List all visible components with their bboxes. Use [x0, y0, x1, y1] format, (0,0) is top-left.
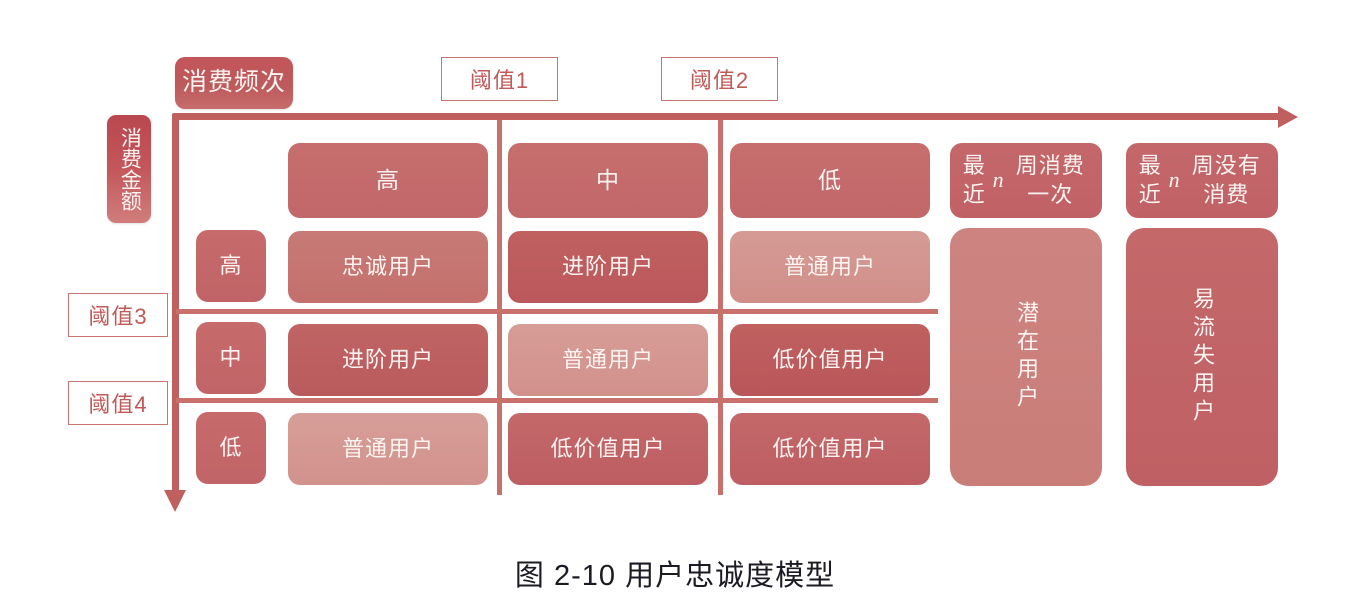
column-header-medium: 中 [508, 143, 708, 218]
threshold-1-label: 阈值1 [441, 57, 558, 101]
matrix-cell: 进阶用户 [288, 324, 488, 396]
y-axis-line [172, 113, 179, 493]
row-header-low: 低 [196, 412, 266, 484]
header-text-italic-n: n [1168, 167, 1181, 193]
y-axis-arrow-icon [164, 490, 186, 512]
axis-title-consumption-amount: 消费金额 [107, 115, 151, 223]
row-header-high: 高 [196, 230, 266, 302]
header-text-pre: 最近 [962, 152, 986, 207]
grid-divider-vertical-1 [497, 120, 502, 495]
side-block-potential-users: 潜在用户 [950, 228, 1102, 486]
column-header-high: 高 [288, 143, 488, 218]
threshold-4-label: 阈值4 [68, 381, 168, 425]
header-text-post: 周没有消费 [1191, 152, 1261, 207]
grid-divider-vertical-2 [718, 120, 723, 495]
matrix-cell: 低价值用户 [730, 413, 930, 485]
side-block-churn-risk-users: 易流失用户 [1126, 228, 1278, 486]
matrix-cell: 低价值用户 [730, 324, 930, 396]
matrix-cell: 低价值用户 [508, 413, 708, 485]
matrix-cell: 普通用户 [730, 231, 930, 303]
grid-divider-horizontal-2 [176, 398, 938, 403]
matrix-cell: 忠诚用户 [288, 231, 488, 303]
figure-caption: 图 2-10 用户忠诚度模型 [514, 560, 836, 592]
matrix-cell: 进阶用户 [508, 231, 708, 303]
header-text-pre: 最近 [1138, 152, 1162, 207]
header-text-post: 周消费一次 [1015, 152, 1085, 207]
column-header-low: 低 [730, 143, 930, 218]
header-text-italic-n: n [992, 167, 1005, 193]
row-header-medium: 中 [196, 322, 266, 394]
threshold-3-label: 阈值3 [68, 293, 168, 337]
x-axis-arrow-icon [1278, 106, 1298, 128]
threshold-2-label: 阈值2 [661, 57, 778, 101]
matrix-cell: 普通用户 [508, 324, 708, 396]
matrix-cell: 普通用户 [288, 413, 488, 485]
x-axis-line [172, 113, 1280, 120]
axis-title-consumption-frequency: 消费频次 [175, 57, 293, 109]
grid-divider-horizontal-1 [176, 309, 938, 314]
